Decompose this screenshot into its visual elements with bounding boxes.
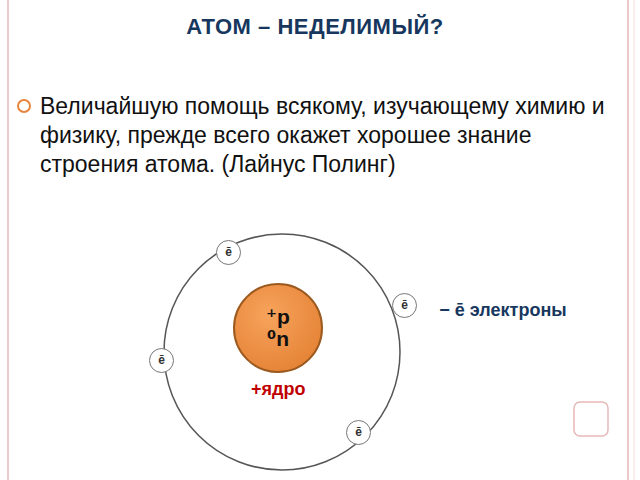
corner-square: [574, 402, 608, 436]
nucleus-label: +ядро: [251, 379, 305, 400]
electron-key: − ē электроны: [428, 298, 578, 322]
electron-circle: ē: [392, 293, 417, 318]
electron-orbit: [164, 234, 400, 470]
slide-title: АТОМ – НЕДЕЛИМЫЙ?: [0, 14, 630, 40]
frame-line: [7, 0, 9, 480]
nucleus-circle: ⁺p⁰n: [233, 283, 323, 373]
electron-circle: ē: [149, 348, 174, 373]
electron-symbol: ē: [401, 299, 408, 312]
particle-symbol: ⁰n: [267, 328, 289, 350]
particle-symbol: ⁺p: [266, 306, 290, 328]
quote-text: Величайшую помощь всякому, изучающему хи…: [40, 92, 612, 179]
electron-circle: ē: [346, 420, 371, 445]
electron-symbol: ē: [225, 246, 232, 259]
electron-symbol: ē: [355, 426, 362, 439]
frame-line: [634, 0, 635, 480]
electron-circle: ē: [216, 240, 241, 265]
frame-line: [627, 0, 629, 480]
bullet-mark: [18, 100, 30, 112]
electron-symbol: ē: [158, 354, 165, 367]
